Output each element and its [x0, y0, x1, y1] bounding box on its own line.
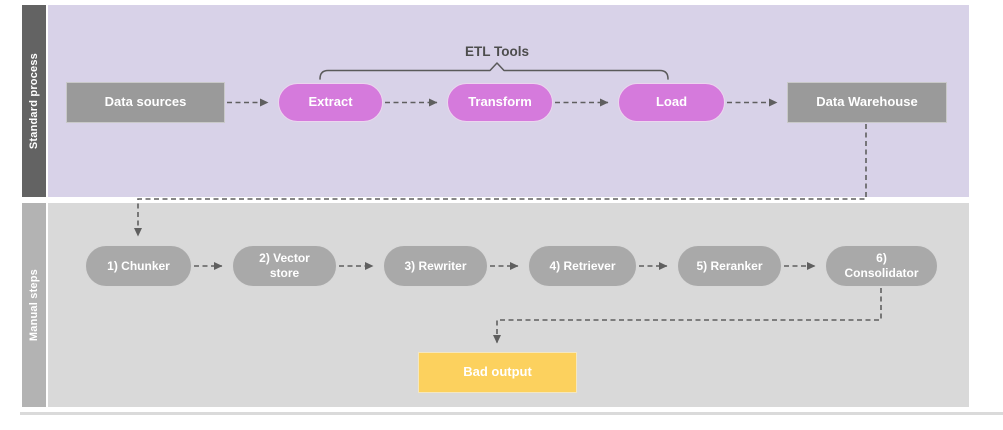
node-bad-output: Bad output — [418, 352, 577, 393]
node-transform: Transform — [447, 83, 553, 122]
bottom-divider-line — [20, 412, 1003, 415]
node-load: Load — [618, 83, 725, 122]
lane-header-standard-process: Standard process — [22, 5, 46, 197]
node-consolidator: 6) Consolidator — [825, 245, 938, 287]
node-data-warehouse: Data Warehouse — [787, 82, 947, 123]
lane-label-standard-process: Standard process — [28, 52, 40, 150]
node-extract: Extract — [278, 83, 383, 122]
node-vector-store: 2) Vector store — [232, 245, 337, 287]
node-chunker: 1) Chunker — [85, 245, 192, 287]
node-retriever: 4) Retriever — [528, 245, 637, 287]
node-reranker: 5) Reranker — [677, 245, 782, 287]
node-data-sources: Data sources — [66, 82, 225, 123]
node-rewriter: 3) Rewriter — [383, 245, 488, 287]
lane-header-manual-steps: Manual steps — [22, 203, 46, 407]
etl-tools-group-label: ETL Tools — [465, 44, 529, 59]
lane-label-manual-steps: Manual steps — [28, 268, 40, 342]
